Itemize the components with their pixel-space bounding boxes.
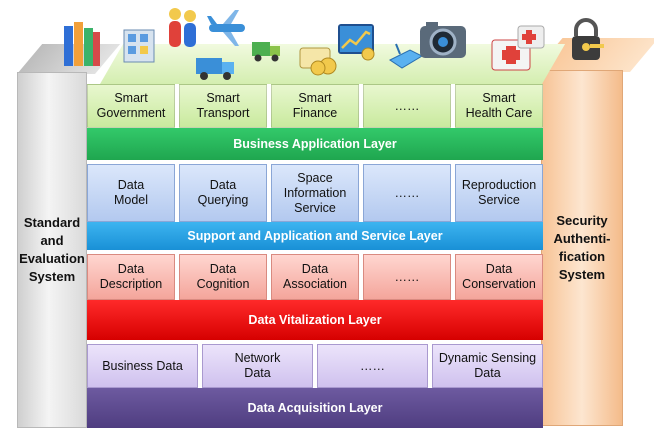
- vitalization-ellipsis-block: ……: [363, 254, 451, 300]
- people-icon: [164, 6, 200, 54]
- chart-icon: [336, 22, 376, 62]
- standard-evaluation-pillar: Standard and Evaluation System: [17, 72, 87, 428]
- medical-kit-icon: [488, 22, 548, 78]
- security-authentication-pillar: Security Authenti- fication System: [541, 70, 623, 426]
- building-icon: [118, 22, 162, 66]
- data-vitalization-layer: Data Vitalization Layer: [87, 300, 543, 340]
- acquisition-ellipsis-block: ……: [317, 344, 428, 388]
- camera-icon: [416, 18, 470, 64]
- support-ellipsis-block: ……: [363, 164, 451, 222]
- truck-icon: [194, 52, 238, 82]
- airplane-icon: [205, 8, 251, 48]
- support-application-service-layer: Support and Application and Service Laye…: [87, 222, 543, 250]
- lock-icon: [566, 16, 606, 66]
- money-icon: [296, 42, 342, 76]
- standard-evaluation-label: Standard and Evaluation System: [19, 215, 85, 284]
- business-data-block: Business Data: [87, 344, 198, 388]
- security-authentication-label: Security Authenti- fication System: [553, 213, 611, 282]
- data-acquisition-layer: Data Acquisition Layer: [87, 388, 543, 428]
- books-icon: [62, 18, 102, 68]
- delivery-truck-icon: [250, 36, 284, 66]
- business-application-layer: Business Application Layer: [87, 128, 543, 160]
- application-ellipsis-block: ……: [363, 84, 451, 128]
